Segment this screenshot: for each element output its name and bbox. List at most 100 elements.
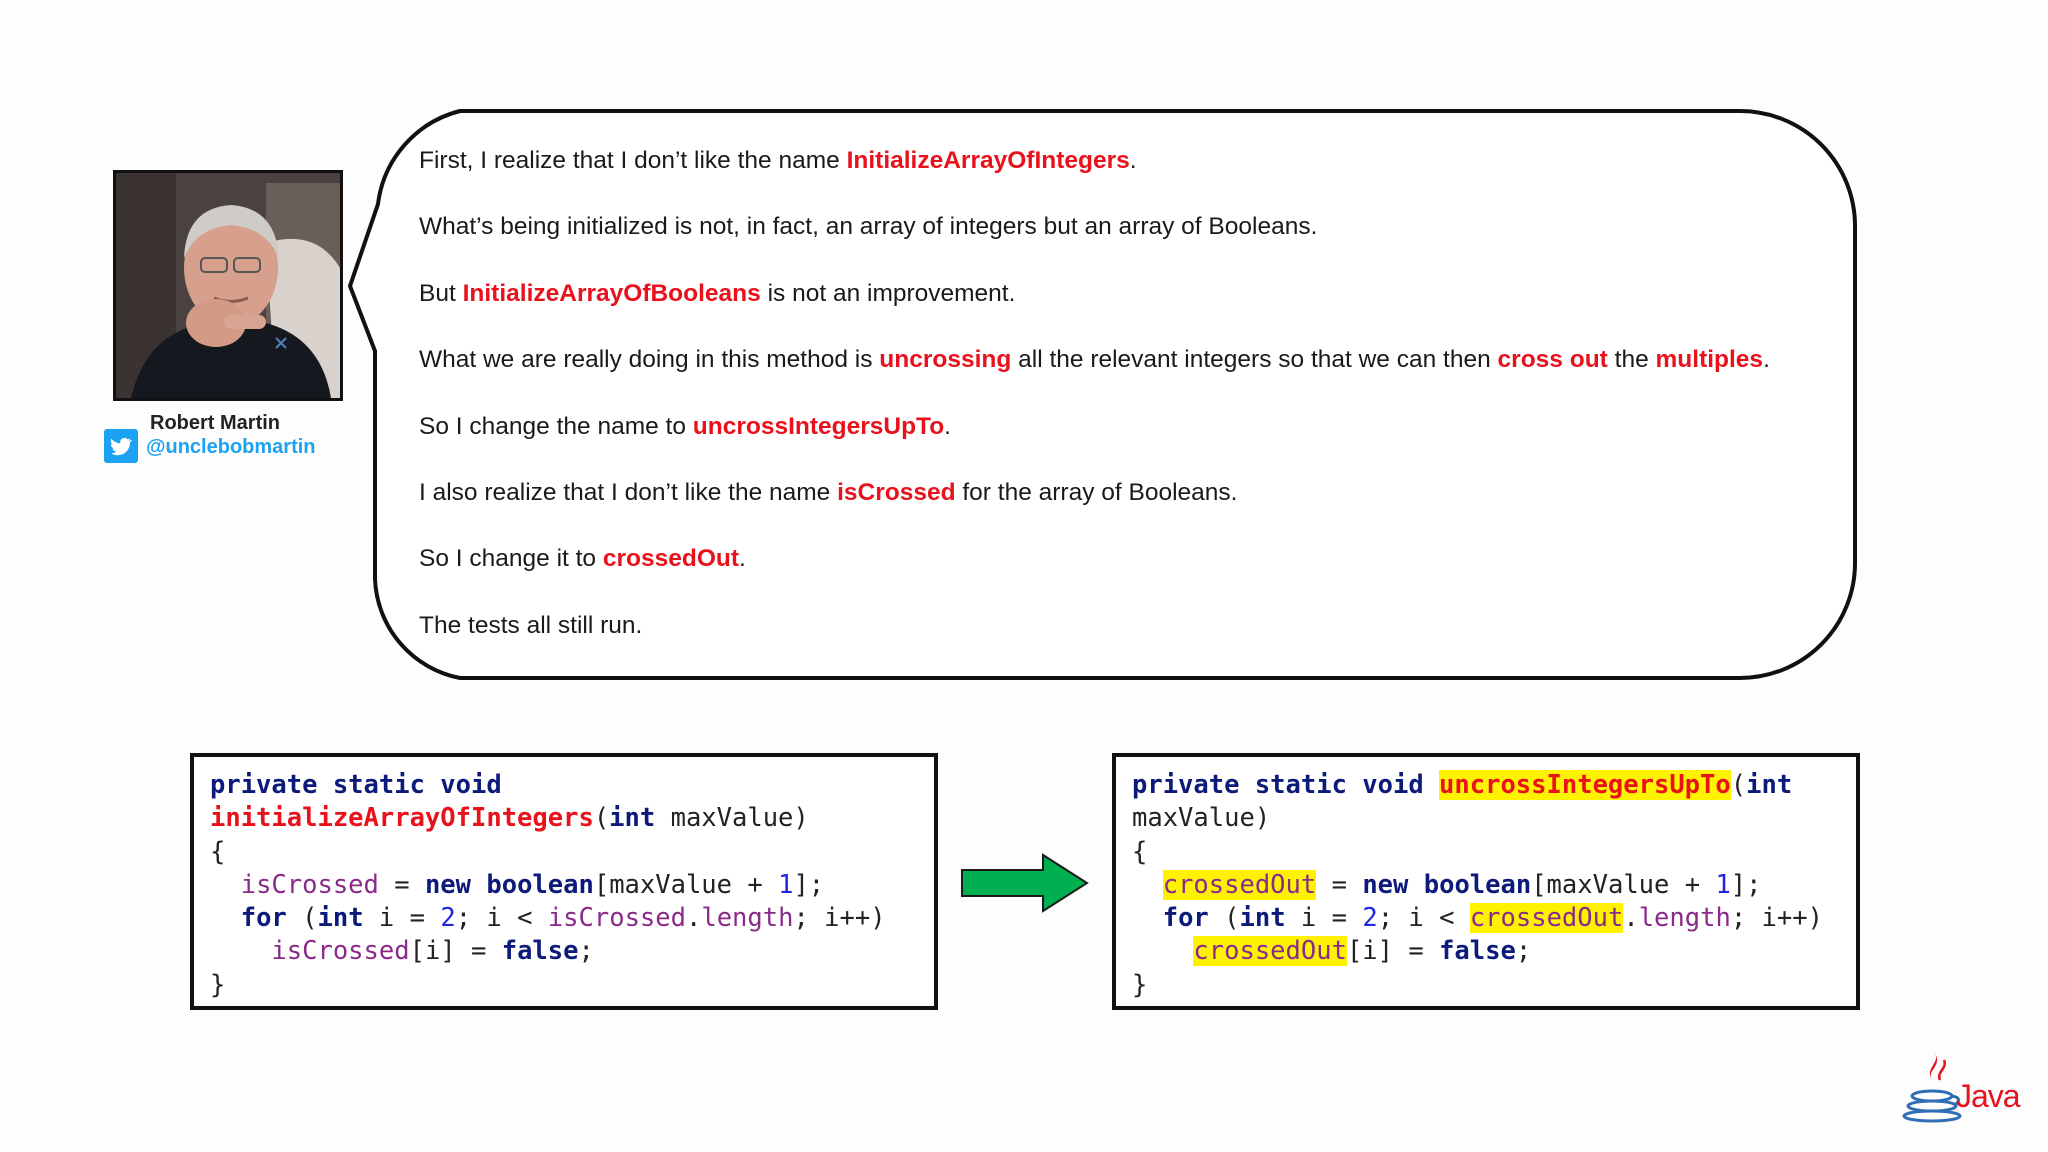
code-token: ]; xyxy=(1730,869,1762,900)
code-token: . xyxy=(1623,903,1639,934)
code-token: [i] = xyxy=(409,936,502,967)
code-line: { xyxy=(1132,836,1856,869)
code-token: = xyxy=(1316,869,1363,900)
code-token: crossedOut xyxy=(1193,936,1347,967)
code-token: length xyxy=(1638,903,1731,934)
code-line: private static void xyxy=(210,769,934,802)
bubble-text-segment: . xyxy=(1763,346,1770,374)
bubble-line: What’s being initialized is not, in fact… xyxy=(419,212,1849,278)
code-token: i = xyxy=(1285,903,1363,934)
code-token: = xyxy=(378,869,425,900)
code-token: ; i++) xyxy=(793,903,886,934)
highlighted-term: InitializeArrayOfBooleans xyxy=(462,279,761,307)
code-line: for (int i = 2; i < crossedOut.length; i… xyxy=(1132,902,1856,935)
code-token: i = xyxy=(363,903,441,934)
bubble-text-segment: But xyxy=(419,279,463,307)
speech-bubble: First, I realize that I don’t like the n… xyxy=(340,106,1860,686)
code-line: } xyxy=(210,969,934,1002)
code-token: } xyxy=(1132,969,1148,1000)
highlighted-term: multiples xyxy=(1655,346,1764,374)
code-token: ]; xyxy=(793,869,825,900)
bubble-text-segment: What’s being initialized is not, in fact… xyxy=(419,213,1318,241)
bubble-text-segment: all the relevant integers so that we can… xyxy=(1011,346,1498,374)
code-token: maxValue) xyxy=(655,803,809,834)
code-token: ; xyxy=(578,936,594,967)
code-line: isCrossed[i] = false; xyxy=(210,935,934,968)
java-cup-icon xyxy=(1902,1052,1962,1123)
code-token: [maxValue + xyxy=(593,869,779,900)
code-token: initializeArrayOfIntegers xyxy=(210,803,594,834)
bubble-text-segment: . xyxy=(739,545,746,573)
code-token: false xyxy=(501,936,579,967)
code-token: for xyxy=(240,903,287,934)
bubble-line: So I change it to crossedOut. xyxy=(419,544,1849,610)
bubble-text-segment: So I change it to xyxy=(419,545,603,573)
code-token: boolean xyxy=(486,869,594,900)
code-token xyxy=(1132,936,1193,966)
highlighted-term: uncrossIntegersUpTo xyxy=(692,412,945,440)
code-token: { xyxy=(1132,836,1148,867)
bubble-line: So I change the name to uncrossIntegersU… xyxy=(419,412,1849,478)
highlighted-term: InitializeArrayOfIntegers xyxy=(846,147,1130,174)
author-handle: @unclebobmartin xyxy=(146,436,316,458)
code-token: isCrossed xyxy=(547,903,686,934)
highlighted-term: crossedOut xyxy=(602,545,740,573)
code-line: initializeArrayOfIntegers(int maxValue) xyxy=(210,802,934,835)
speech-bubble-outline xyxy=(347,109,1857,680)
code-token: private static void xyxy=(1132,770,1440,800)
highlighted-term: cross out xyxy=(1497,346,1608,374)
code-token: { xyxy=(210,836,226,867)
code-token: . xyxy=(685,903,702,934)
bubble-text-segment: So I change the name to xyxy=(419,412,693,440)
bubble-text-segment: . xyxy=(944,412,951,440)
code-token xyxy=(210,870,241,900)
code-token xyxy=(1132,903,1163,933)
code-after-panel: private static void uncrossIntegersUpTo(… xyxy=(1112,753,1860,1010)
bubble-text-segment: First, I realize that I don’t like the n… xyxy=(419,147,847,174)
code-token xyxy=(210,903,241,933)
bubble-line: But InitializeArrayOfBooleans is not an … xyxy=(419,279,1849,345)
code-token: 1 xyxy=(1715,869,1731,900)
code-line: } xyxy=(1132,969,1856,1002)
code-token: maxValue) xyxy=(1132,803,1271,834)
code-token: boolean xyxy=(1423,869,1532,900)
code-token: crossedOut xyxy=(1162,869,1317,900)
code-line: crossedOut[i] = false; xyxy=(1132,935,1856,968)
bubble-text-segment: the xyxy=(1607,346,1656,374)
code-line: crossedOut = new boolean[maxValue + 1]; xyxy=(1132,869,1856,902)
code-token xyxy=(471,870,486,900)
code-token: [i] = xyxy=(1346,936,1440,967)
code-token: 1 xyxy=(778,869,794,900)
bubble-line: First, I realize that I don’t like the n… xyxy=(419,146,1849,212)
code-line: { xyxy=(210,836,934,869)
author-name: Robert Martin xyxy=(150,412,280,434)
code-token: isCrossed xyxy=(271,936,410,967)
code-line: maxValue) xyxy=(1132,802,1856,835)
bubble-text-segment: I also realize that I don’t like the nam… xyxy=(419,478,838,506)
code-token: ( xyxy=(286,903,318,934)
code-token: ; xyxy=(1515,936,1532,967)
code-token: 2 xyxy=(440,903,456,934)
code-line: for (int i = 2; i < isCrossed.length; i+… xyxy=(210,902,934,935)
code-token: int xyxy=(317,903,364,934)
code-token: ; i++) xyxy=(1730,903,1823,934)
code-token: new xyxy=(424,869,472,900)
bubble-text-segment: . xyxy=(1129,147,1137,174)
bubble-text-segment: is not an improvement. xyxy=(760,279,1016,307)
code-token: uncrossIntegersUpTo xyxy=(1439,770,1731,800)
code-token: ( xyxy=(593,803,610,834)
code-token xyxy=(1132,870,1163,900)
code-token: 2 xyxy=(1362,903,1378,934)
code-token: [maxValue + xyxy=(1531,869,1716,900)
bubble-text: First, I realize that I don’t like the n… xyxy=(419,146,1849,677)
code-token: isCrossed xyxy=(240,869,379,900)
bubble-text-segment: The tests all still run. xyxy=(419,611,643,639)
code-token: length xyxy=(701,903,794,934)
code-line: private static void uncrossIntegersUpTo(… xyxy=(1132,769,1856,802)
code-token: new xyxy=(1362,869,1409,900)
code-token: } xyxy=(210,969,226,1000)
code-token: for xyxy=(1162,903,1209,934)
bubble-line: The tests all still run. xyxy=(419,611,1849,677)
code-token: int xyxy=(609,803,656,834)
code-token: private static void xyxy=(210,770,502,800)
